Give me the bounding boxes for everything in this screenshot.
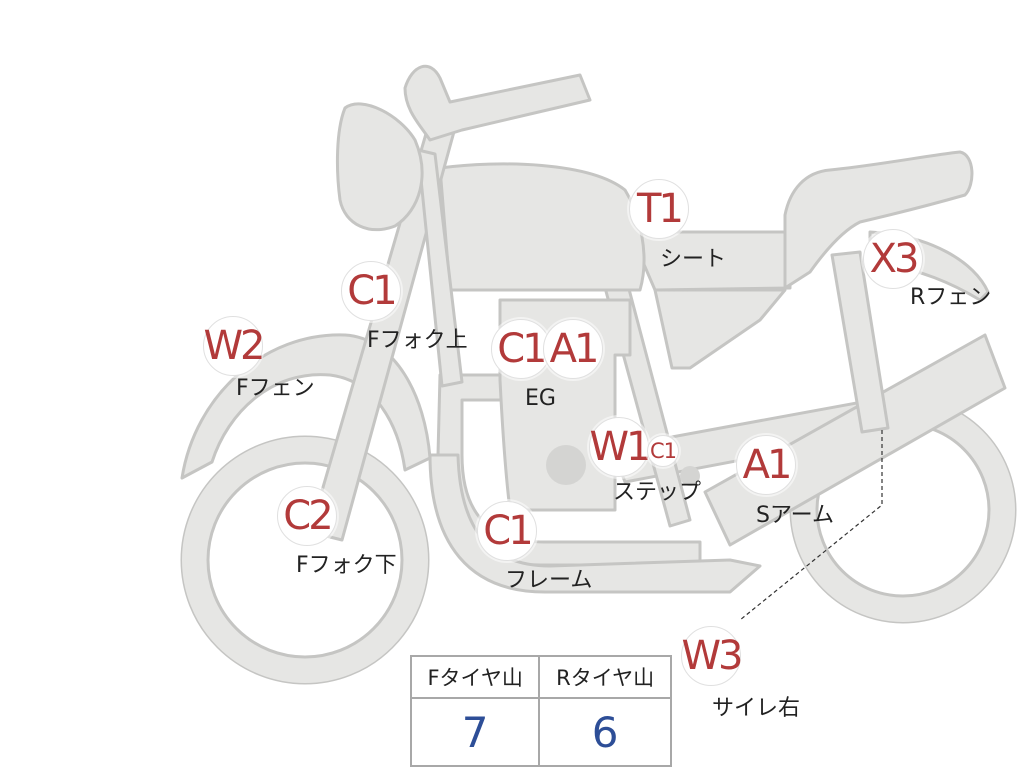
marker-c1-fork: C1 <box>341 261 401 321</box>
marker-w2: W2 <box>203 316 266 376</box>
marker-c1-eg: C1 <box>491 319 551 379</box>
label-s-arm: Sアーム <box>756 503 834 528</box>
frame-lower-shape <box>428 453 762 594</box>
label-muffler-right: サイレ右 <box>712 696 801 721</box>
marker-a1-eg: A1 <box>543 319 603 379</box>
marker-w1: W1 <box>589 417 652 477</box>
rear-tire-value: 6 <box>538 697 672 767</box>
marker-a1-arm: A1 <box>736 435 796 495</box>
fuel-tank-shape <box>438 162 646 292</box>
label-eg: EG <box>525 386 556 411</box>
headlight-shape <box>335 102 424 232</box>
tire-tread-table: Fタイヤ山 Rタイヤ山 7 6 <box>409 655 672 767</box>
rear-tire-header: Rタイヤ山 <box>538 655 672 699</box>
label-frame: フレーム <box>505 568 593 593</box>
front-fork-rear-shape <box>416 148 464 388</box>
marker-w3: W3 <box>681 626 744 686</box>
front-tire-value: 7 <box>409 697 541 767</box>
front-tire-header: Fタイヤ山 <box>409 655 541 699</box>
label-f-fender: Fフェン <box>236 376 315 401</box>
seat-shape <box>628 230 792 292</box>
label-seat: シート <box>660 247 727 272</box>
marker-c1-frame: C1 <box>477 501 537 561</box>
step-peg-shape <box>680 466 700 486</box>
marker-c2: C2 <box>277 486 337 546</box>
side-cover-shape <box>653 288 787 370</box>
label-f-fork-lower: Fフォク下 <box>296 553 397 578</box>
muffler-shape <box>703 333 1007 547</box>
label-step: ステップ <box>613 480 702 505</box>
marker-t1: T1 <box>629 179 689 239</box>
rear-shock-shape <box>830 250 890 434</box>
label-r-fender: Rフェン <box>910 285 992 310</box>
marker-c1-step: C1 <box>647 435 679 467</box>
engine-cover-shape <box>546 445 586 485</box>
rear-seat-shape <box>783 150 974 290</box>
muffler-leader-line <box>739 430 883 621</box>
marker-x3: X3 <box>863 229 923 289</box>
label-f-fork-upper: Fフォク上 <box>367 328 468 353</box>
handlebar-shape <box>403 64 592 142</box>
front-wheel <box>180 435 430 685</box>
